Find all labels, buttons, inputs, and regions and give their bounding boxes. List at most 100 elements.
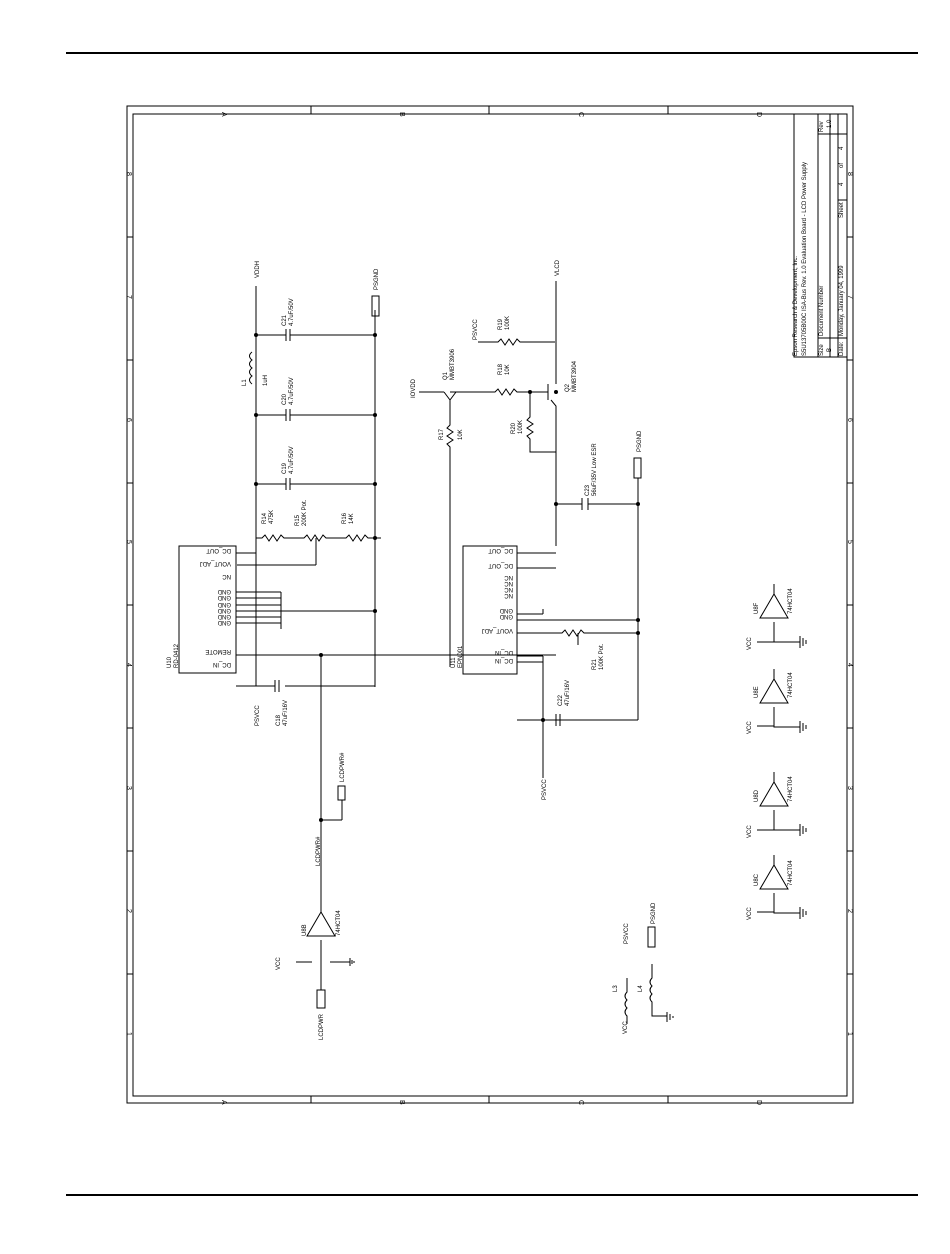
svg-text:REMOTE: REMOTE <box>205 648 231 654</box>
svg-text:DC_OUT: DC_OUT <box>206 547 231 553</box>
svg-text:4: 4 <box>125 663 132 667</box>
svg-text:L4: L4 <box>638 985 644 992</box>
svg-text:NC: NC <box>504 586 513 592</box>
svg-text:L1: L1 <box>242 379 248 386</box>
svg-text:B: B <box>827 348 833 352</box>
border-labels: A B C D A B C D 8 7 6 5 4 3 2 1 8 7 6 5 … <box>125 112 853 1105</box>
footer-rule <box>66 1194 918 1196</box>
svg-text:100K: 100K <box>518 420 524 434</box>
svg-text:4.7uF/50V: 4.7uF/50V <box>289 298 295 326</box>
svg-text:C22: C22 <box>558 694 564 706</box>
svg-text:4.7uF/50V: 4.7uF/50V <box>289 377 295 405</box>
svg-text:U8D: U8D <box>754 789 760 802</box>
svg-text:B: B <box>398 1100 405 1105</box>
svg-text:R20: R20 <box>511 422 517 434</box>
net-psvcc-4: PSVCC <box>624 923 630 944</box>
svg-text:5: 5 <box>846 540 853 544</box>
svg-text:1: 1 <box>125 1032 132 1036</box>
svg-text:DC_IN: DC_IN <box>495 649 513 655</box>
svg-text:C23: C23 <box>585 484 591 496</box>
svg-text:Size: Size <box>819 344 825 356</box>
net-psvcc-3: PSVCC <box>542 779 548 800</box>
net-lcdpwr-n-2: LCDPWR# <box>316 836 322 866</box>
svg-text:A: A <box>220 1100 227 1105</box>
svg-text:VOUT_ADJ: VOUT_ADJ <box>482 627 513 633</box>
svg-text:GND: GND <box>499 613 513 619</box>
svg-text:R19: R19 <box>498 318 504 330</box>
svg-text:MMBT3906: MMBT3906 <box>450 348 456 380</box>
net-psgnd-3: PSGND <box>651 902 657 924</box>
svg-text:47uF/16V: 47uF/16V <box>565 680 571 706</box>
svg-text:of: of <box>839 163 845 168</box>
svg-text:1: 1 <box>846 1032 853 1036</box>
svg-text:C: C <box>577 112 584 117</box>
svg-text:7: 7 <box>846 295 853 299</box>
svg-text:R14: R14 <box>262 512 268 524</box>
svg-text:74HCT04: 74HCT04 <box>788 776 794 802</box>
svg-text:100K: 100K <box>505 316 511 330</box>
svg-text:6: 6 <box>846 418 853 422</box>
net-vcc-2: VCC <box>623 1021 629 1034</box>
svg-text:10K: 10K <box>505 364 511 375</box>
svg-text:C21: C21 <box>282 314 288 326</box>
svg-text:DC_OUT: DC_OUT <box>488 547 513 553</box>
svg-text:C20: C20 <box>282 393 288 405</box>
svg-text:74HCT04: 74HCT04 <box>788 588 794 614</box>
u10-pins: DC_OUT VOUT_ADJ NC GND GND GND GND GND G… <box>200 547 231 667</box>
net-vcc-6: VCC <box>747 637 753 650</box>
svg-text:Q2: Q2 <box>565 383 571 392</box>
svg-text:Date:: Date: <box>839 341 845 356</box>
svg-text:GND: GND <box>217 619 231 625</box>
svg-text:A: A <box>220 112 227 117</box>
sheet-title: S5U13705B00C ISA-Bus Rev. 1.0 Evaluation… <box>802 162 808 356</box>
svg-text:B: B <box>398 112 405 117</box>
net-vcc-5: VCC <box>747 721 753 734</box>
net-psgnd: PSGND <box>374 268 380 290</box>
junction-dots <box>254 333 640 822</box>
svg-text:U11: U11 <box>451 657 457 668</box>
svg-text:MMBT3904: MMBT3904 <box>572 360 578 392</box>
svg-text:56uF/35V Low ESR: 56uF/35V Low ESR <box>592 443 598 496</box>
svg-text:GND: GND <box>499 607 513 613</box>
net-lcdpwr-n: LCDPWR# <box>340 752 346 782</box>
svg-text:GND: GND <box>217 601 231 607</box>
svg-text:4: 4 <box>846 663 853 667</box>
net-psvcc-2: PSVCC <box>255 705 261 726</box>
svg-text:Q1: Q1 <box>443 371 449 380</box>
svg-text:U8C: U8C <box>754 873 760 886</box>
svg-text:4: 4 <box>839 182 845 186</box>
svg-text:1uH: 1uH <box>263 375 269 386</box>
svg-text:1.0: 1.0 <box>827 119 833 128</box>
svg-text:3: 3 <box>125 786 132 790</box>
svg-text:Rev: Rev <box>819 121 825 132</box>
svg-text:3: 3 <box>846 786 853 790</box>
svg-text:R17: R17 <box>439 428 445 440</box>
svg-text:DC_OUT: DC_OUT <box>488 562 513 568</box>
net-vcc-4: VCC <box>747 825 753 838</box>
net-vcc: VCC <box>276 957 282 970</box>
svg-text:10K: 10K <box>458 429 464 440</box>
net-vddh: VDDH <box>255 261 261 278</box>
svg-text:200K Pot.: 200K Pot. <box>302 499 308 526</box>
svg-text:NC: NC <box>504 580 513 586</box>
svg-text:5: 5 <box>125 540 132 544</box>
component-labels: C21 4.7uF/50V C20 4.7uF/50V C19 4.7uF/50… <box>167 298 794 992</box>
svg-text:475K: 475K <box>269 510 275 524</box>
svg-text:L3: L3 <box>613 985 619 992</box>
svg-text:U10: U10 <box>167 656 173 668</box>
svg-text:100K Pot.: 100K Pot. <box>599 643 605 670</box>
svg-text:U8E: U8E <box>754 686 760 698</box>
net-vlcd: VLCD <box>555 259 561 276</box>
title-block: Epson Research & Development, Inc. S5U13… <box>793 119 845 356</box>
svg-text:R21: R21 <box>592 658 598 670</box>
net-psvcc: PSVCC <box>473 319 479 340</box>
svg-text:EPN001: EPN001 <box>458 645 464 668</box>
svg-text:8: 8 <box>125 172 132 176</box>
svg-text:C: C <box>577 1100 584 1105</box>
sheet-date: Monday, January 04, 1999 <box>839 265 845 336</box>
svg-text:C19: C19 <box>282 462 288 474</box>
svg-text:4.7uF/50V: 4.7uF/50V <box>289 446 295 474</box>
svg-text:6: 6 <box>125 418 132 422</box>
svg-text:GND: GND <box>217 588 231 594</box>
